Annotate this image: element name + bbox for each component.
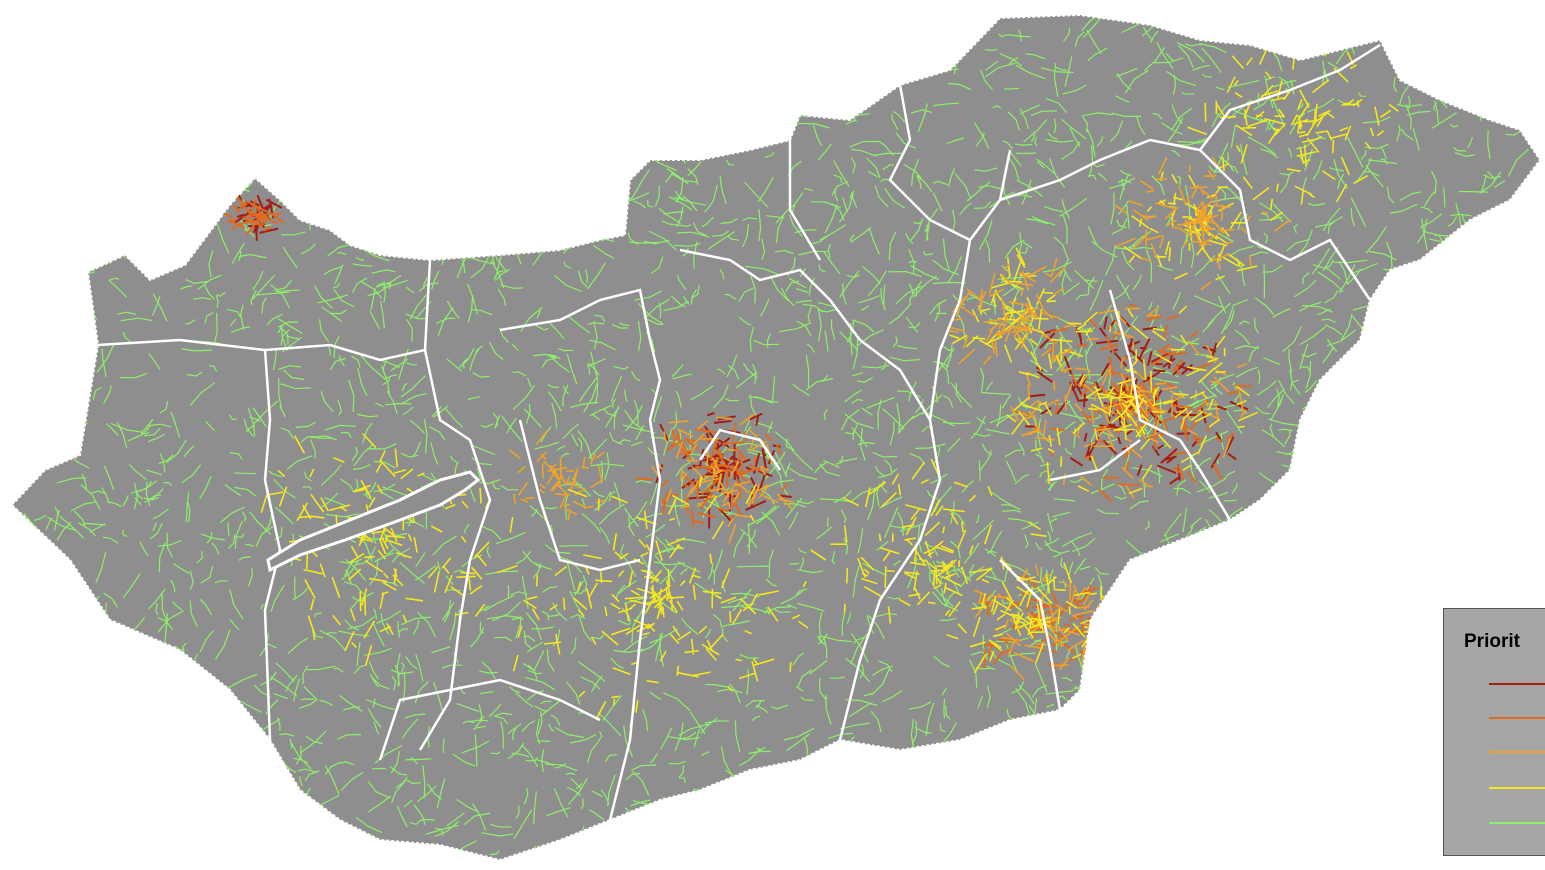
county-border [264,259,432,362]
county-border [1049,439,1141,482]
priority-road-level-4 [949,247,1098,379]
priority-road-level-3 [946,257,1074,366]
capital-city-area [660,303,747,374]
county-border [788,140,822,261]
priority-road-level-4 [969,562,1110,674]
priority-road-segments [212,32,1399,728]
lake-balaton [266,470,481,573]
county-border [698,428,782,471]
priority-road-level-3 [650,413,794,544]
legend-line-3 [1489,751,1545,753]
county-border [679,248,942,741]
priority-road-level-2 [635,423,788,527]
county-border [999,559,1062,711]
priority-road-level-4 [1187,32,1399,205]
county-border [928,239,972,421]
county-border [418,349,492,751]
legend-box: Priorit [1443,608,1545,856]
legend-line-2 [1489,717,1545,719]
county-borders [97,43,1381,821]
county-border [999,138,1372,301]
legend-title: Priorit [1464,631,1520,652]
county-border [1108,289,1232,521]
priority-road-level-1 [1025,316,1249,485]
priority-road-level-4 [496,476,809,728]
priority-road-level-3 [1114,156,1291,291]
legend-line-1 [1489,683,1545,685]
legend-line-4 [1489,787,1545,789]
county-border [499,288,662,821]
county-border [518,419,641,572]
county-border [378,678,601,761]
country-land [10,13,1542,862]
county-border [1199,43,1381,151]
county-border [97,338,282,741]
legend-line-5 [1489,822,1545,824]
priority-road-level-3 [509,430,607,521]
